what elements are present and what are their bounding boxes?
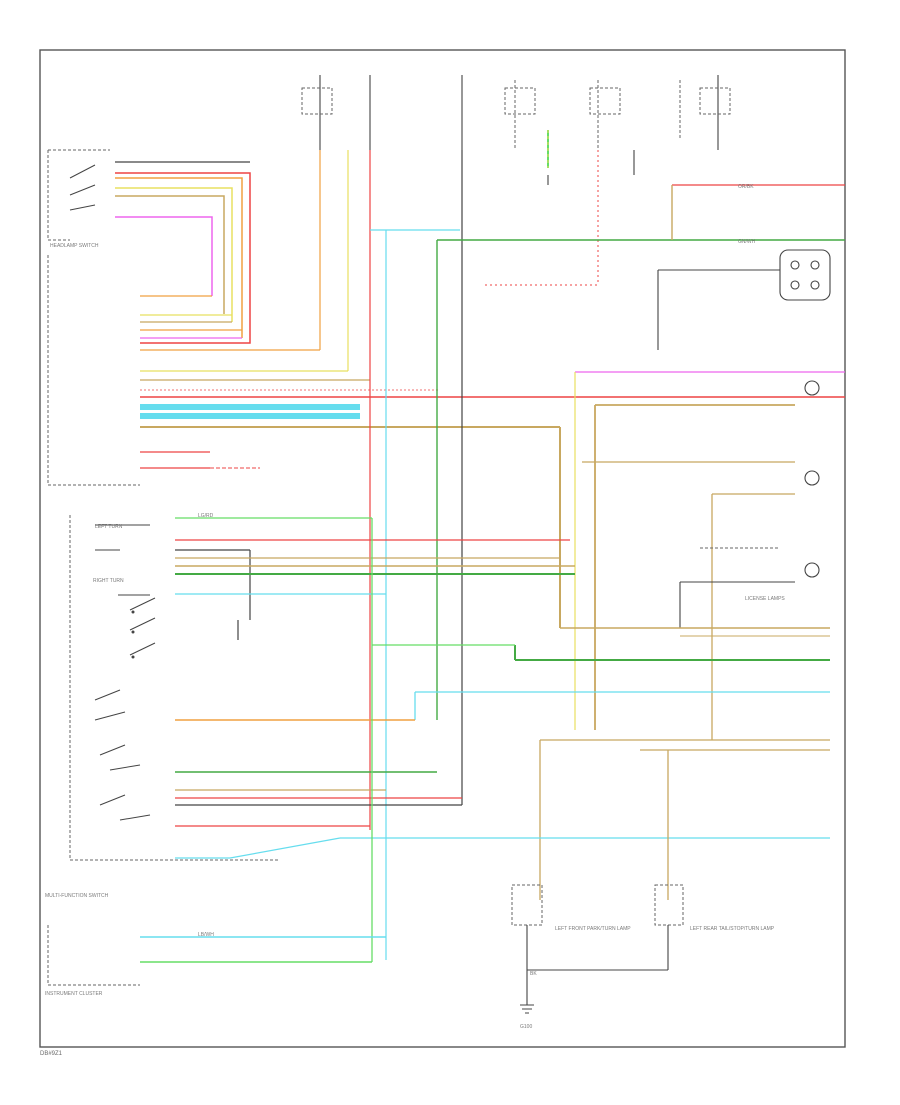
output-bus xyxy=(340,627,830,900)
wire-code-2: GN/WH xyxy=(738,239,756,245)
mfs-wires xyxy=(175,517,575,962)
multi-function-switch: RIGHT TURN LEFT TURN MULTI-FUNCTION SWIT… xyxy=(45,515,280,899)
right-lamps: LICENSE LAMPS xyxy=(574,371,845,740)
wire-code-5: BK xyxy=(530,971,537,977)
license-lamps-label: LICENSE LAMPS xyxy=(745,596,785,602)
lighting-module xyxy=(47,255,845,628)
multi-connector xyxy=(657,249,831,350)
wire-code-1: LG/RD xyxy=(198,513,214,519)
wire-code-4: OR/BK xyxy=(738,184,754,190)
park-lamp-right-label: LEFT REAR TAIL/STOP/TURN LAMP xyxy=(690,926,775,932)
vertical-feeds xyxy=(319,150,845,960)
wire-code-3: LB/WH xyxy=(198,932,214,938)
wire-codes: LG/RD GN/WH LB/WH OR/BK BK xyxy=(198,184,756,977)
diagram-frame xyxy=(39,49,846,1048)
footer-code: DB#9Z1 xyxy=(40,1051,63,1057)
left-turn-label: LEFT TURN xyxy=(95,524,123,530)
headlamp-wires xyxy=(115,161,251,344)
ground-label: G100 xyxy=(520,1024,532,1030)
headlamp-switch-label: HEADLAMP SWITCH xyxy=(50,243,99,249)
park-lamp-left-label: LEFT FRONT PARK/TURN LAMP xyxy=(555,926,631,932)
headlamp-switch: HEADLAMP SWITCH xyxy=(47,149,110,249)
instrument-cluster-label: INSTRUMENT CLUSTER xyxy=(45,991,103,997)
multi-function-switch-label: MULTI-FUNCTION SWITCH xyxy=(45,893,109,899)
right-turn-label: RIGHT TURN xyxy=(93,578,124,584)
bottom-lamps: LEFT FRONT PARK/TURN LAMP LEFT REAR TAIL… xyxy=(511,884,775,1030)
instrument-cluster: INSTRUMENT CLUSTER xyxy=(45,925,386,997)
power-sources xyxy=(301,75,731,285)
